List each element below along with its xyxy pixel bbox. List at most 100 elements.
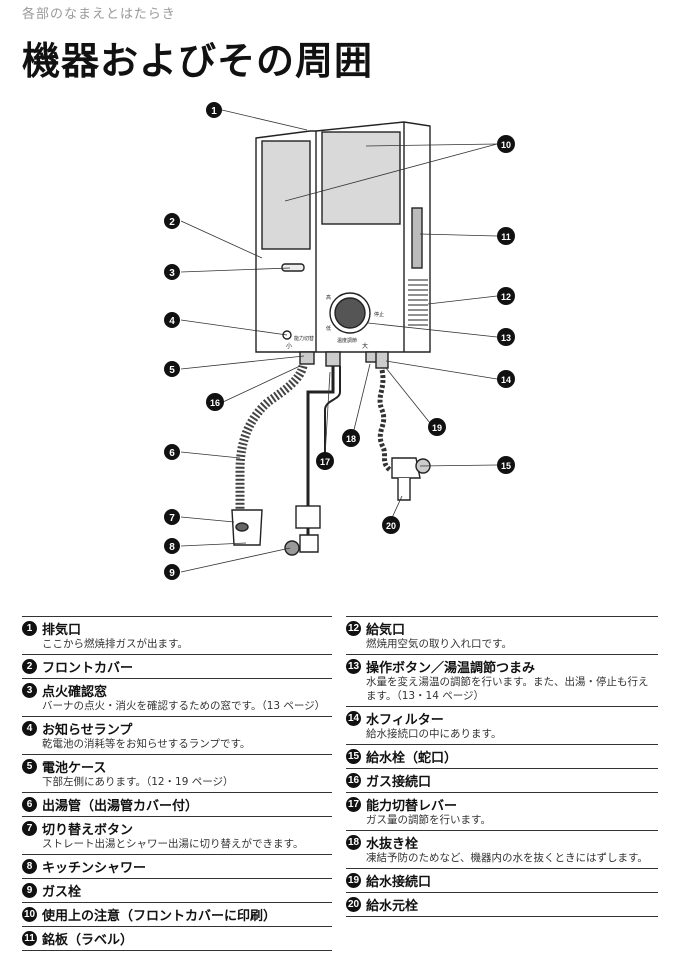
callout-14: 14: [497, 370, 515, 388]
svg-text:2: 2: [169, 217, 175, 228]
callout-17: 17: [316, 452, 334, 470]
callout-2: 2: [164, 213, 180, 229]
spout-hose: [235, 364, 308, 510]
callout-4: 4: [164, 312, 180, 328]
callout-12: 12: [497, 287, 515, 305]
part-name: 給水接続口: [366, 875, 432, 890]
part-number: 9: [22, 883, 37, 898]
svg-text:9: 9: [169, 568, 175, 579]
callout-20: 20: [382, 516, 400, 534]
part-description: ガス量の調節を行います。: [366, 814, 491, 826]
part-number: 8: [22, 859, 37, 874]
water-inlet: [375, 351, 389, 369]
part-name: ガス栓: [42, 885, 82, 900]
knob-stop-label: 停止: [374, 311, 384, 318]
part-nameplate: 11 銘板（ラベル）: [22, 927, 332, 951]
part-number: 17: [346, 797, 361, 812]
svg-text:8: 8: [169, 542, 175, 553]
part-name: 給水元栓: [366, 899, 419, 914]
part-ignition-window: 3 点火確認窓 バーナの点火・消火を確認するための窓です。（13 ページ）: [22, 679, 332, 717]
page-title: 機器およびその周囲: [22, 39, 374, 83]
part-name: 水抜き栓: [366, 837, 419, 852]
part-name: 給気口: [366, 623, 406, 638]
knob-low-label: 低: [326, 325, 331, 332]
water-faucet[interactable]: [391, 457, 421, 479]
part-number: 11: [22, 931, 37, 946]
part-number: 13: [346, 659, 361, 674]
part-switch-button: 7 切り替えボタン ストレート出湯とシャワー出湯に切り替えができます。: [22, 817, 332, 855]
part-description: バーナの点火・消火を確認するための窓です。（13 ページ）: [42, 700, 326, 712]
part-name: 点火確認窓: [42, 685, 108, 700]
part-number: 4: [22, 721, 37, 736]
part-gas-tap: 9 ガス栓: [22, 879, 332, 903]
part-description: ストレート出湯とシャワー出湯に切り替えができます。: [42, 838, 304, 850]
callout-19: 19: [428, 418, 446, 436]
part-description: 下部左側にあります。（12・19 ページ）: [42, 776, 234, 788]
caution-panel-left: [261, 140, 311, 250]
callout-11: 11: [497, 227, 515, 245]
callout-8: 8: [164, 538, 180, 554]
callout-5: 5: [164, 361, 180, 377]
part-name: 水フィルター: [366, 713, 444, 728]
svg-text:1: 1: [211, 106, 217, 117]
svg-text:18: 18: [346, 434, 356, 444]
callout-9: 9: [164, 564, 180, 580]
svg-text:12: 12: [501, 292, 511, 302]
callout-7: 7: [164, 509, 180, 525]
callout-6: 6: [164, 444, 180, 460]
part-number: 20: [346, 897, 361, 912]
part-number: 15: [346, 749, 361, 764]
svg-text:3: 3: [169, 268, 175, 279]
callout-10: 10: [497, 135, 515, 153]
svg-text:19: 19: [432, 423, 442, 433]
svg-text:5: 5: [169, 365, 175, 376]
callout-13: 13: [497, 328, 515, 346]
part-number: 7: [22, 821, 37, 836]
part-battery-case: 5 電池ケース 下部左側にあります。（12・19 ページ）: [22, 755, 332, 793]
svg-text:13: 13: [501, 333, 511, 343]
part-name: 銘板（ラベル）: [42, 933, 134, 948]
part-number: 5: [22, 759, 37, 774]
ignition-window: [281, 263, 305, 272]
water-supply-hose: [377, 369, 392, 472]
svg-text:11: 11: [501, 232, 511, 242]
part-number: 16: [346, 773, 361, 788]
svg-text:14: 14: [501, 375, 511, 385]
gas-tap[interactable]: [295, 505, 321, 529]
part-description: 水量を変え湯温の調節を行います。また、出湯・停止も行えます。（13・14 ページ…: [366, 676, 649, 702]
part-name: 給水栓（蛇口）: [366, 751, 458, 766]
part-number: 1: [22, 621, 37, 636]
part-description: 乾電池の消耗等をお知らせするランプです。: [42, 738, 251, 750]
callout-1: 1: [206, 102, 222, 118]
svg-text:17: 17: [320, 457, 330, 467]
part-name: 切り替えボタン: [42, 823, 134, 838]
svg-text:6: 6: [169, 448, 175, 459]
svg-text:7: 7: [169, 513, 175, 524]
label-plate: [411, 207, 423, 269]
panel-large-label: 大: [362, 342, 368, 350]
part-number: 12: [346, 621, 361, 636]
callout-3: 3: [164, 264, 180, 280]
part-name: 操作ボタン／湯温調節つまみ: [366, 661, 536, 676]
water-heater-diagram: 能力切替 大 小 高 低 停止 温度調節 1 2 3 4 5 6: [164, 102, 515, 580]
part-name: 電池ケース: [42, 761, 107, 776]
part-name: 使用上の注意（フロントカバーに印刷）: [42, 909, 277, 924]
part-number: 3: [22, 683, 37, 698]
part-name: フロントカバー: [42, 661, 134, 676]
part-description: 給水接続口の中にあります。: [366, 728, 502, 740]
knob-high-label: 高: [326, 294, 331, 301]
part-description: ここから燃焼排ガスが出ます。: [42, 638, 188, 650]
callout-16: 16: [206, 393, 224, 411]
leader-lines: [180, 109, 498, 573]
part-main-water-valve: 20 給水元栓: [346, 893, 658, 917]
